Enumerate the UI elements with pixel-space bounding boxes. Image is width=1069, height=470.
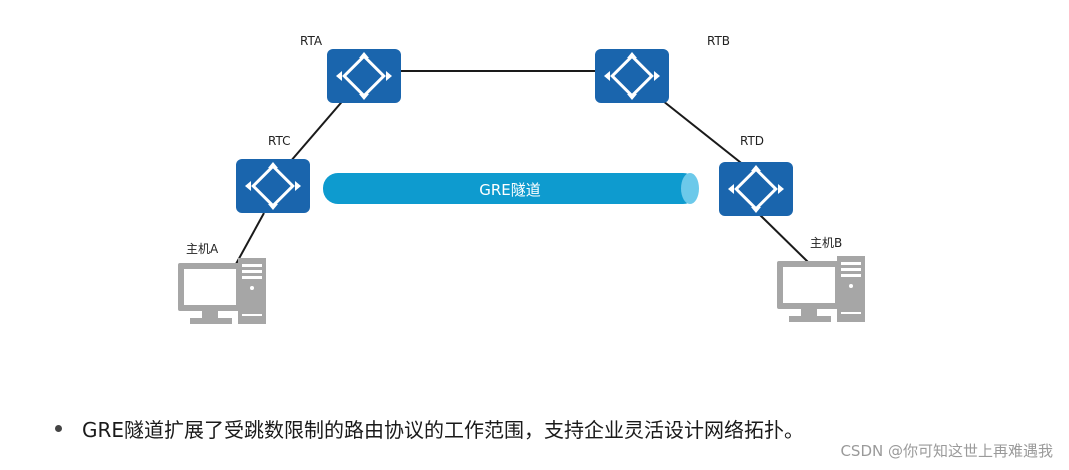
link-rtc-rta	[289, 96, 347, 163]
router-rtc-icon	[234, 157, 312, 215]
router-rtd-icon	[717, 160, 795, 218]
label-rta: RTA	[300, 34, 323, 48]
gre-tunnel-label: GRE隧道	[479, 181, 541, 199]
watermark: CSDN @你可知这世上再难遇我	[840, 442, 1053, 460]
bullet-point: GRE隧道扩展了受跳数限制的路由协议的工作范围，支持企业灵活设计网络拓扑。	[55, 414, 804, 443]
label-rtb: RTB	[707, 34, 731, 48]
host-a-computer-icon	[178, 258, 266, 324]
router-rtb-icon	[593, 47, 671, 105]
label-host-a: 主机A	[186, 242, 219, 256]
host-b-computer-icon	[777, 256, 865, 322]
label-host-b: 主机B	[810, 236, 843, 250]
label-rtd: RTD	[740, 134, 765, 148]
bullet-dot	[55, 425, 62, 432]
router-rta-icon	[325, 47, 403, 105]
link-rtc-host-a	[235, 212, 265, 265]
bullet-text: GRE隧道扩展了受跳数限制的路由协议的工作范围，支持企业灵活设计网络拓扑。	[82, 418, 805, 442]
link-rtb-rtd	[657, 96, 746, 167]
label-rtc: RTC	[268, 134, 291, 148]
link-rtd-host-b	[759, 214, 809, 263]
gre-tunnel	[323, 173, 699, 204]
